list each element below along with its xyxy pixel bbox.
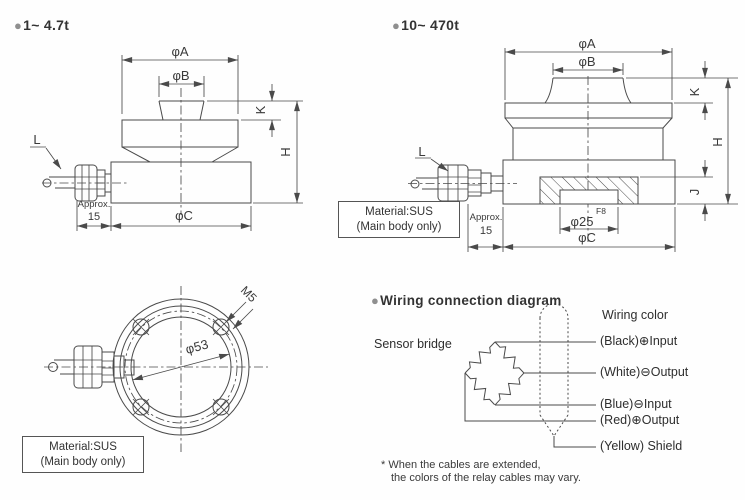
dim-phi-25-label: φ25 (571, 214, 594, 229)
wire-label-red: (Red)⊕Output (600, 413, 680, 427)
wiring-diagram-title: ●Wiring connection diagram (371, 293, 562, 308)
bullet-icon: ● (371, 293, 380, 308)
cable-sheath-outline (539, 303, 569, 437)
dim-phi-c-label: φC (175, 208, 193, 223)
wiring-diagram-title-text: Wiring connection diagram (380, 293, 562, 308)
top-view: φ53 M5 (44, 283, 268, 452)
m5-leader-1 (225, 301, 247, 323)
taper (121, 146, 239, 163)
top-plate (504, 102, 673, 119)
cable-footnote-line1: * When the cables are extended, (381, 459, 541, 471)
wire-label-blue: (Blue)⊖Input (600, 397, 672, 411)
wire-label-yellow: (Yellow) Shield (600, 439, 683, 453)
dim-k-label: K (253, 105, 268, 114)
recess-notch (559, 189, 619, 205)
dim-phi-a-label: φA (578, 36, 595, 51)
approx-value: 15 (480, 225, 492, 237)
sensor-bridge-circuit (461, 338, 528, 409)
sensor-bridge-label: Sensor bridge (374, 337, 452, 351)
wiring-color-heading: Wiring color (602, 308, 668, 322)
dim-h-label: H (278, 147, 293, 156)
cable-tip (48, 362, 58, 372)
material-note-line2: (Main body only) (40, 455, 126, 468)
section-title-large-capacity: ●10~ 470t (392, 17, 459, 33)
material-note-line1: Material:SUS (365, 206, 433, 218)
dim-phi-b-label: φB (578, 54, 595, 69)
top-plate (121, 119, 239, 148)
dim-phi-53-label: φ53 (184, 336, 210, 356)
bolt-circle (124, 310, 238, 424)
section-title-small-capacity: ●1~ 4.7t (14, 17, 69, 33)
wire-label-black: (Black)⊕Input (600, 334, 678, 348)
cable-gland (42, 164, 128, 202)
wire-red (464, 373, 596, 422)
approx-label: Approx. (470, 212, 503, 223)
bullet-icon: ● (14, 18, 23, 33)
extension-lines (76, 55, 303, 231)
tolerance-label: F8 (596, 206, 606, 216)
rim-circle (119, 305, 243, 429)
cable (416, 177, 438, 190)
cable (49, 176, 75, 189)
cable-length-label: L (418, 144, 425, 159)
cable-tip (410, 179, 420, 189)
side-view-small-capacity: φA φB φC K H L Approx. 15 (30, 44, 303, 231)
section-title-small-text: 1~ 4.7t (23, 17, 70, 33)
screw-holes (132, 318, 230, 416)
dim-k-label: K (687, 87, 702, 96)
bullet-icon: ● (392, 18, 401, 33)
dim-phi-a-label: φA (171, 44, 188, 59)
material-note-line1: Material:SUS (49, 441, 117, 453)
dim-j-label: J (687, 189, 702, 196)
wire-shield (553, 436, 596, 448)
wire-label-white: (White)⊖Output (600, 365, 689, 379)
load-button (158, 100, 205, 121)
section-title-large-text: 10~ 470t (401, 17, 460, 33)
middle-body (504, 117, 673, 160)
side-view-large-capacity: φA φB φ25 F8 φC K H J L Approx. 15 (408, 36, 738, 252)
inner-circle (130, 316, 232, 418)
material-note-top-view: Material:SUS (Main body only) (22, 436, 144, 473)
dim-phi-c-label: φC (578, 230, 596, 245)
dim-h-label: H (710, 137, 725, 146)
extension-lines (467, 48, 738, 252)
cable-gland (408, 164, 517, 202)
dim-phi-b-label: φB (172, 68, 189, 83)
approx-label: Approx. (78, 199, 111, 210)
cable-length-label: L (33, 132, 40, 147)
cable (54, 359, 74, 375)
outer-circle (112, 298, 250, 436)
material-note-large: Material:SUS (Main body only) (338, 201, 460, 238)
dim-phi-53 (132, 353, 230, 381)
cable-footnote-line2: the colors of the relay cables may vary. (391, 472, 581, 484)
m5-thread-label: M5 (238, 283, 260, 305)
load-button (544, 77, 632, 104)
material-note-line2: (Main body only) (356, 220, 442, 233)
m5-leader-2 (232, 308, 254, 330)
wiring-connection-diagram (461, 303, 596, 448)
cable-leader (30, 146, 61, 169)
cable-leader (415, 157, 448, 171)
approx-value: 15 (88, 211, 100, 223)
